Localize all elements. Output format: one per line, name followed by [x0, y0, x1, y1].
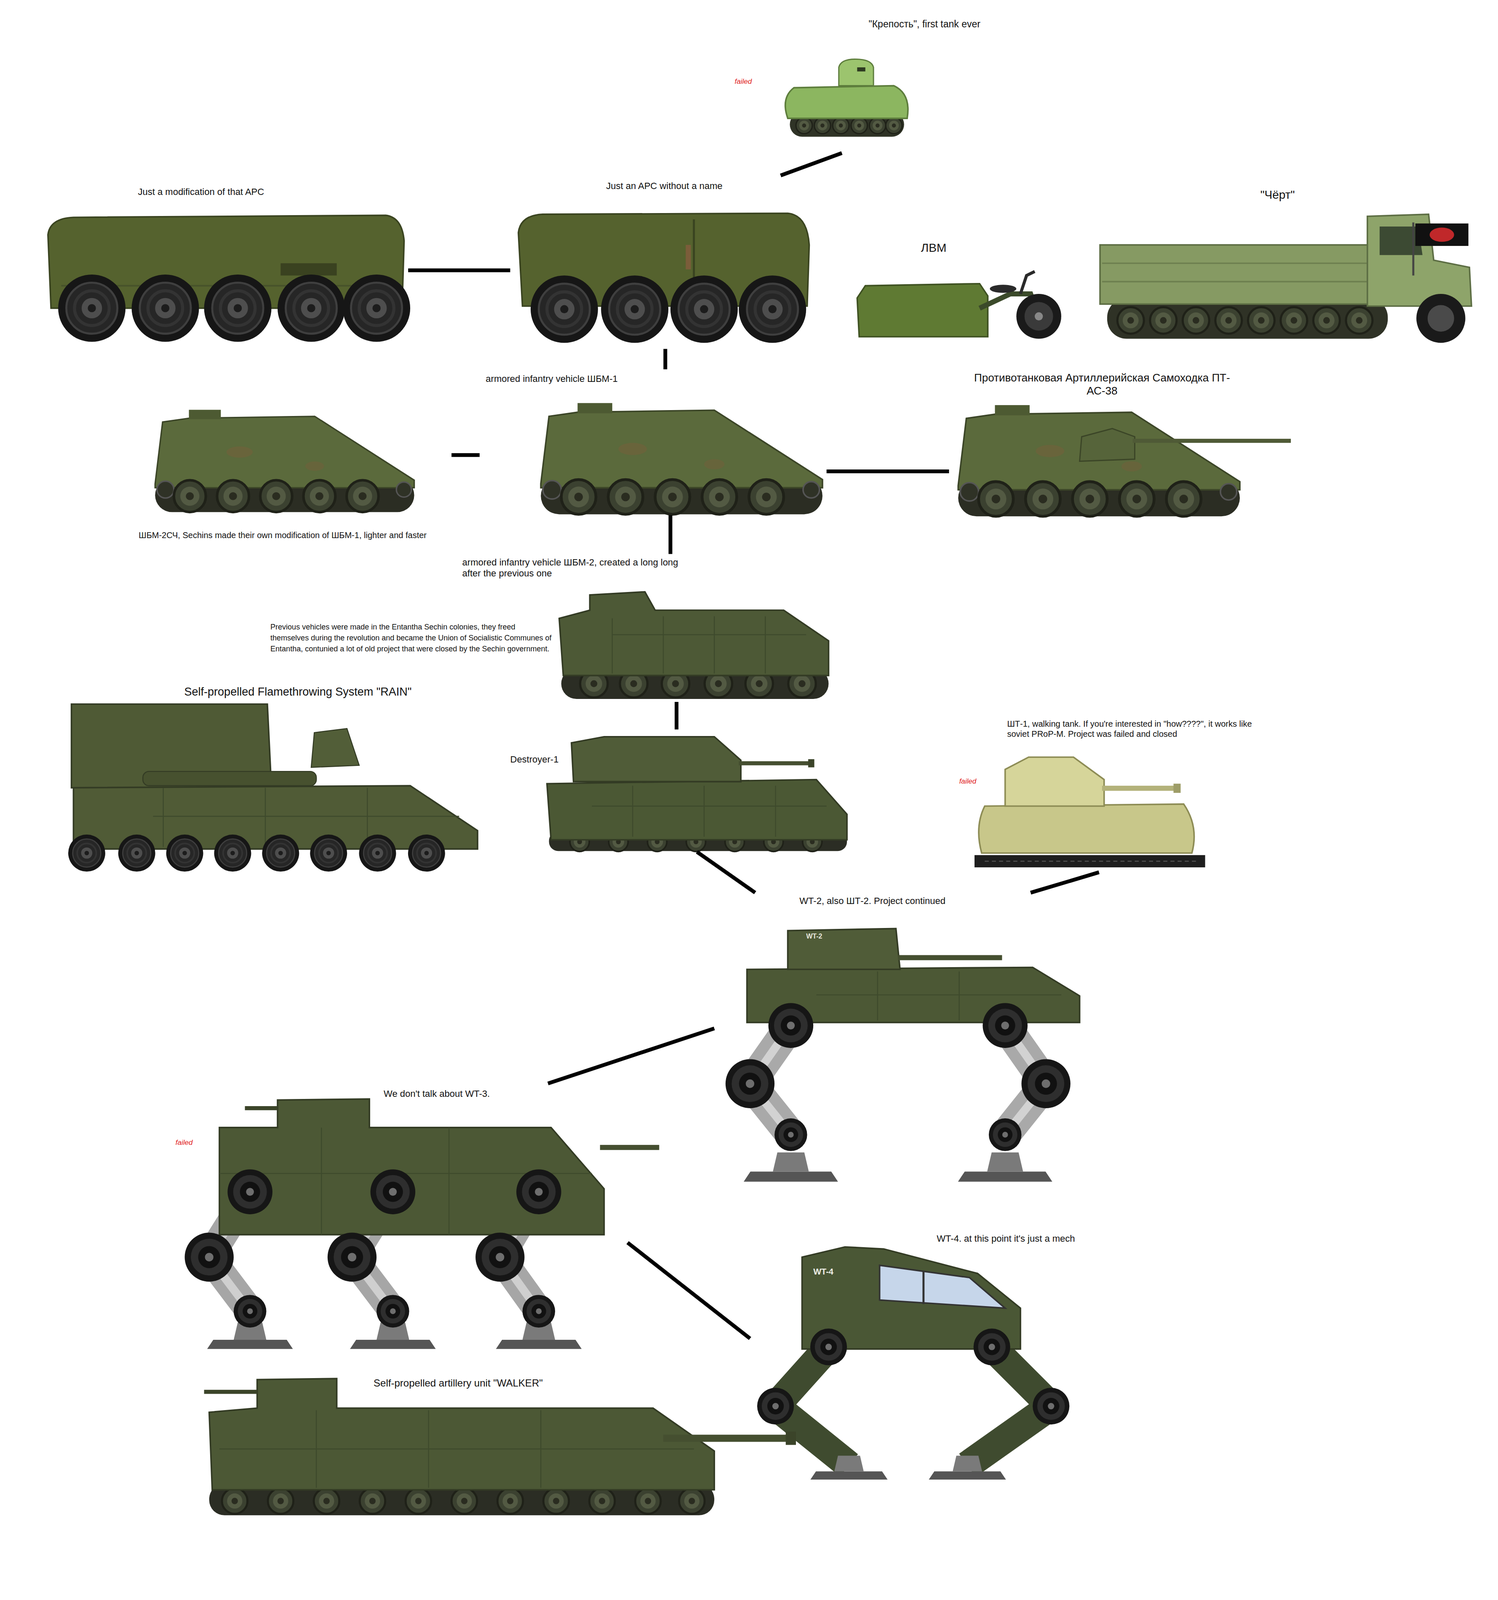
vehicle-caption: Just a modification of that APC	[138, 186, 265, 198]
sht1-walking-tank	[974, 757, 1206, 868]
connector-line	[663, 349, 668, 370]
vehicle-caption: ШТ-1, walking tank. If you're interested…	[1007, 719, 1273, 740]
vehicle-node: WT-2, also ШТ-2. Project continued	[714, 892, 1087, 1184]
vehicle-caption: Just an APC without a name	[606, 180, 723, 192]
vehicle-node: "Чёрт"	[1092, 183, 1480, 345]
sbm2-vehicle	[559, 592, 829, 700]
sbm1-vehicle	[540, 403, 823, 515]
connector-line	[826, 469, 950, 474]
vehicle-node: Self-propelled Flamethrowing System "RAI…	[61, 679, 485, 873]
vehicle-caption: "Крепость", first tank ever	[868, 18, 981, 30]
krepost-tank	[785, 59, 908, 137]
vehicle-node: We don't talk about WT-3. failed	[168, 1083, 628, 1352]
connector-line	[451, 453, 480, 457]
vehicle-caption: ЛВМ	[921, 240, 947, 255]
vehicle-caption: Self-propelled artillery unit "WALKER"	[373, 1377, 543, 1390]
vehicle-node: ШТ-1, walking tank. If you're interested…	[954, 714, 1276, 873]
lvm-motorcycle	[857, 271, 1062, 340]
chert-halftrack	[1100, 214, 1472, 343]
vehicle-caption: Self-propelled Flamethrowing System "RAI…	[184, 685, 412, 700]
connector-line	[780, 152, 842, 176]
vehicle-caption: WT-4. at this point it's just a mech	[936, 1233, 1075, 1245]
destroyer-vehicle	[547, 736, 847, 852]
vehicle-node: Self-propelled artillery unit "WALKER"	[193, 1372, 802, 1516]
wt2-walker	[725, 928, 1080, 1182]
hull-marking: WT-2	[806, 932, 823, 941]
status-note: failed	[959, 777, 977, 786]
wt4-mech	[757, 1246, 1070, 1480]
apc-modification	[48, 215, 411, 342]
vehicle-caption: armored infantry vehicle ШБМ-2, created …	[462, 557, 692, 580]
rain-flamethrower	[68, 704, 478, 872]
vehicle-node: ЛВМ	[851, 236, 1062, 342]
connector-line	[696, 851, 756, 893]
connector-line	[674, 702, 679, 730]
hull-marking: WT-4	[813, 1267, 834, 1278]
status-note: failed	[734, 77, 753, 86]
vehicle-caption: "Чёрт"	[1260, 187, 1296, 202]
history-note: Previous vehicles were made in the Entan…	[270, 621, 555, 655]
wt3-walker	[184, 1099, 660, 1350]
sbm2sch-vehicle	[154, 409, 414, 513]
vehicle-caption: Destroyer-1	[510, 754, 559, 766]
vehicle-node: ШБМ-2СЧ, Sechins made their own modifica…	[114, 408, 452, 553]
vehicle-caption: WT-2, also ШТ-2. Project continued	[799, 895, 946, 907]
vehicle-node: "Крепость", first tank ever failed	[714, 15, 1021, 153]
vehicle-caption: ШБМ-2СЧ, Sechins made their own modifica…	[116, 530, 449, 541]
connector-line	[1030, 872, 1099, 893]
apc-unnamed	[518, 213, 810, 344]
ptas38-vehicle	[958, 405, 1291, 517]
connector-line	[547, 1028, 715, 1084]
vehicle-node: Just a modification of that APC	[40, 181, 409, 348]
walker-artillery	[204, 1378, 796, 1516]
connector-line	[668, 515, 673, 555]
vehicle-node: Destroyer-1	[506, 729, 852, 852]
vehicle-node: Противотанковая Артиллерийская Самоходка…	[948, 367, 1296, 523]
vehicle-node: armored infantry vehicle ШБМ-1	[479, 369, 827, 516]
vehicle-caption: Противотанковая Артиллерийская Самоходка…	[964, 371, 1240, 398]
vehicle-node: WT-4. at this point it's just a mech	[750, 1229, 1113, 1482]
connector-line	[627, 1242, 751, 1339]
vehicle-caption: armored infantry vehicle ШБМ-1	[485, 373, 618, 385]
connector-line	[408, 268, 511, 273]
vehicle-node: Just an APC without a name	[510, 175, 817, 350]
vehicle-caption: We don't talk about WT-3.	[383, 1088, 490, 1100]
status-note: failed	[175, 1138, 193, 1148]
